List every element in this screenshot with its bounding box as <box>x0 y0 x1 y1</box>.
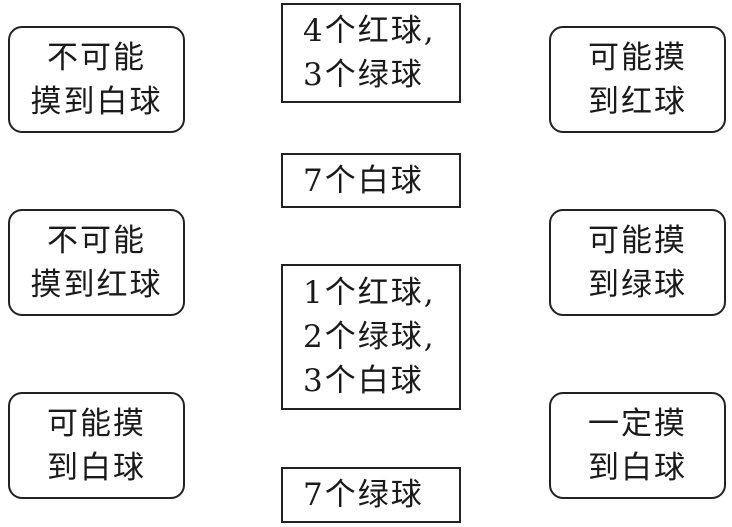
outcome-text-line: 可能摸 <box>588 39 687 76</box>
outcome-text-line: 可能摸 <box>47 405 146 442</box>
outcome-box-right-3: 一定摸 到白球 <box>549 392 726 499</box>
outcome-text-line: 一定摸 <box>588 405 687 442</box>
ball-text-line: 7个白球 <box>303 162 424 199</box>
outcome-text-line: 不可能 <box>47 222 146 259</box>
outcome-box-left-1: 不可能 摸到白球 <box>8 26 185 133</box>
ball-text-line: 2个绿球, <box>303 319 436 355</box>
ball-box-3: 1个红球, 2个绿球, 3个白球 <box>281 264 461 410</box>
outcome-box-left-2: 不可能 摸到红球 <box>8 209 185 316</box>
outcome-text-line: 可能摸 <box>588 222 687 259</box>
outcome-text-line: 摸到红球 <box>30 266 163 303</box>
ball-text-line: 4个红球, <box>303 13 436 49</box>
outcome-text-line: 不可能 <box>47 39 146 76</box>
outcome-box-right-2: 可能摸 到绿球 <box>549 209 726 316</box>
outcome-text-line: 到绿球 <box>588 266 687 303</box>
outcome-box-right-1: 可能摸 到红球 <box>549 26 726 133</box>
outcome-box-left-3: 可能摸 到白球 <box>8 392 185 499</box>
outcome-text-line: 到红球 <box>588 83 687 120</box>
ball-box-2: 7个白球 <box>281 153 461 208</box>
ball-text-line: 3个白球 <box>303 363 424 399</box>
ball-text-line: 7个绿球 <box>303 477 424 513</box>
ball-text-line: 1个红球, <box>303 275 436 311</box>
ball-text-line: 3个绿球 <box>303 57 424 93</box>
outcome-text-line: 摸到白球 <box>30 83 163 120</box>
outcome-text-line: 到白球 <box>47 449 146 486</box>
outcome-text-line: 到白球 <box>588 449 687 486</box>
ball-box-4: 7个绿球 <box>281 467 461 523</box>
ball-box-1: 4个红球, 3个绿球 <box>281 3 461 103</box>
